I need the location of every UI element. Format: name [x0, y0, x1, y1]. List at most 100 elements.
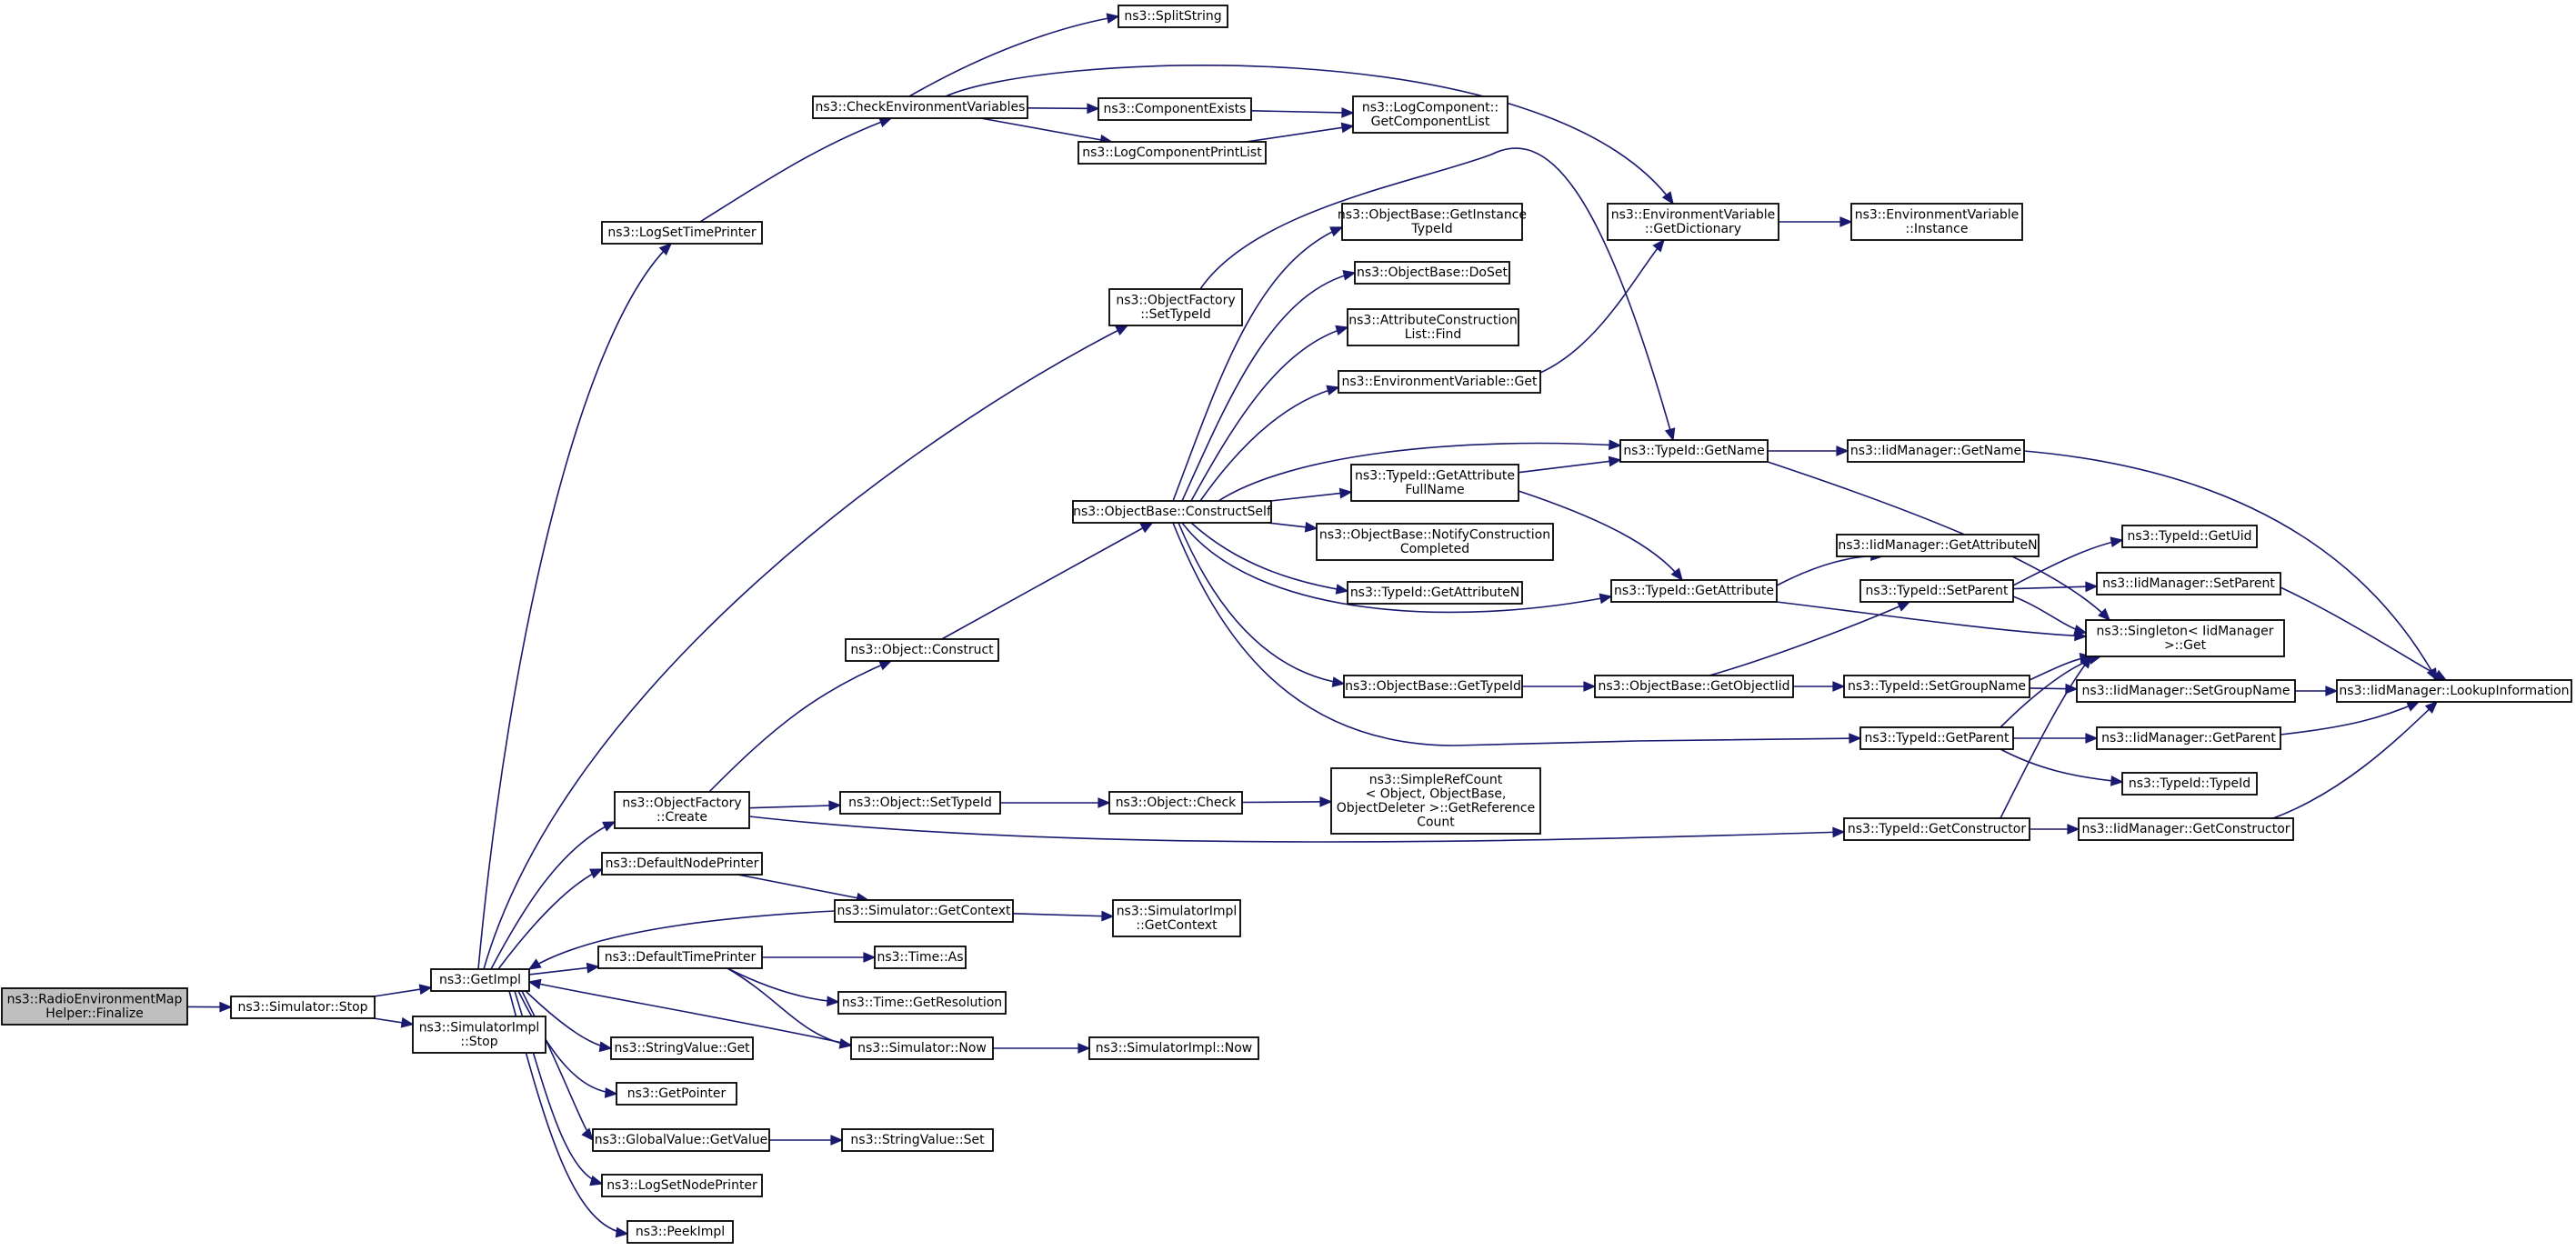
node-box [616, 1082, 737, 1106]
node-box [1343, 675, 1523, 698]
node-getcomponentlist[interactable]: ns3::LogComponent::GetComponentList [1352, 95, 1509, 134]
node-label: ns3::EnvironmentVariable::Get [1342, 375, 1538, 389]
edge-checkenv-to-envvar_getdict [945, 65, 1674, 205]
node-stringvalue-get[interactable]: ns3::StringValue::Get [610, 1036, 754, 1060]
node-simplerefcount[interactable]: ns3::SimpleRefCount< Object, ObjectBase,… [1330, 767, 1541, 835]
node-typeid-getattributen[interactable]: ns3::TypeId::GetAttributeN [1347, 581, 1523, 605]
node-typeid-setparent[interactable]: ns3::TypeId::SetParent [1859, 579, 2014, 603]
node-logsettimeprinter[interactable]: ns3::LogSetTimePrinter [601, 221, 763, 245]
node-componentexists[interactable]: ns3::ComponentExists [1098, 97, 1252, 121]
node-object-construct[interactable]: ns3::Object::Construct [845, 638, 999, 662]
node-sim-stop[interactable]: ns3::Simulator::Stop [230, 996, 376, 1019]
node-ob-constructself[interactable]: ns3::ObjectBase::ConstructSelf [1072, 500, 1272, 524]
arrowhead-icon [878, 116, 893, 127]
node-iidmgr-getname[interactable]: ns3::IidManager::GetName [1847, 439, 2025, 463]
node-label: ns3::TypeId::GetAttribute [1614, 584, 1774, 598]
node-stringvalue-set[interactable]: ns3::StringValue::Set [841, 1128, 994, 1152]
node-ob-doset[interactable]: ns3::ObjectBase::DoSet [1354, 261, 1510, 285]
node-label: ns3::Simulator::Stop [237, 1000, 367, 1015]
node-typeid-getconstructor[interactable]: ns3::TypeId::GetConstructor [1843, 817, 2030, 841]
node-typeid-getname[interactable]: ns3::TypeId::GetName [1619, 439, 1769, 463]
arrowhead-icon [1652, 238, 1665, 253]
edge-objfactory_settypeid-to-typeid_getname [1199, 147, 1676, 442]
arrowhead-icon [1139, 522, 1154, 534]
node-globalvalue-getvalue[interactable]: ns3::GlobalValue::GetValue [592, 1128, 770, 1152]
node-simimpl-stop[interactable]: ns3::SimulatorImpl::Stop [412, 1016, 546, 1054]
node-getimpl[interactable]: ns3::GetImpl [430, 968, 530, 992]
node-label: ns3::Object::Check [1116, 796, 1237, 810]
node-iidmgr-lookupinfo[interactable]: ns3::IidManager::LookupInformation [2336, 679, 2572, 703]
edge-sim_stop-to-simimpl_stop [373, 1016, 415, 1028]
arrowhead-icon [1319, 796, 1333, 807]
edge-sim_now-to-getimpl [527, 978, 852, 1046]
edge-sim_now-to-simimpl_now [993, 1043, 1091, 1054]
node-defaultnodeprinter[interactable]: ns3::DefaultNodePrinter [601, 852, 763, 876]
node-time-getresolution[interactable]: ns3::Time::GetResolution [837, 991, 1007, 1015]
node-iidmgr-getconstructor[interactable]: ns3::IidManager::GetConstructor [2078, 817, 2294, 841]
node-typeid-getuid[interactable]: ns3::TypeId::GetUid [2121, 525, 2258, 548]
node-ob-getobjectiid[interactable]: ns3::ObjectBase::GetObjectIid [1594, 675, 1794, 698]
node-iidmgr-setgroupname[interactable]: ns3::IidManager::SetGroupName [2076, 679, 2296, 703]
node-box [845, 638, 999, 662]
node-envvar-get[interactable]: ns3::EnvironmentVariable::Get [1338, 370, 1541, 394]
node-box [230, 996, 376, 1019]
node-getpointer[interactable]: ns3::GetPointer [616, 1082, 737, 1106]
node-label: ns3::SimulatorImpl [1117, 904, 1238, 918]
node-typeid-setgroupname[interactable]: ns3::TypeId::SetGroupName [1843, 675, 2030, 698]
node-iidmgr-getattributen[interactable]: ns3::IidManager::GetAttributeN [1836, 534, 2040, 557]
node-object-settypeid[interactable]: ns3::Object::SetTypeId [839, 791, 1001, 815]
node-splitstring[interactable]: ns3::SplitString [1118, 5, 1228, 28]
node-objfactory-settypeid[interactable]: ns3::ObjectFactory::SetTypeId [1108, 288, 1243, 326]
edge-defaulttimeprinter-to-time_getresolution [727, 967, 840, 1007]
node-box [850, 1036, 994, 1060]
node-typeid-getparent[interactable]: ns3::TypeId::GetParent [1859, 726, 2014, 750]
node-typeid-getattribute[interactable]: ns3::TypeId::GetAttribute [1610, 579, 1778, 603]
node-logcompprintlist[interactable]: ns3::LogComponentPrintList [1078, 141, 1267, 165]
node-checkenv[interactable]: ns3::CheckEnvironmentVariables [812, 95, 1028, 119]
node-peekimpl[interactable]: ns3::PeekImpl [626, 1220, 734, 1244]
arrowhead-icon [1326, 385, 1340, 395]
node-box [841, 1128, 994, 1152]
edge-componentexists-to-getcomponentlist [1250, 106, 1355, 118]
node-simimpl-now[interactable]: ns3::SimulatorImpl::Now [1088, 1036, 1259, 1060]
arrowhead-icon [1338, 487, 1353, 499]
node-box [1843, 817, 2030, 841]
node-envvar-getdict[interactable]: ns3::EnvironmentVariable::GetDictionary [1607, 203, 1779, 241]
node-sim-getcontext[interactable]: ns3::Simulator::GetContext [834, 899, 1014, 923]
node-label: ns3::PeekImpl [636, 1225, 725, 1239]
node-box [1859, 726, 2014, 750]
arrowhead-icon [2067, 824, 2080, 835]
arrowhead-icon [1329, 226, 1344, 237]
node-typeid-typeid[interactable]: ns3::TypeId::TypeId [2121, 772, 2258, 796]
node-iidmgr-getparent[interactable]: ns3::IidManager::GetParent [2096, 726, 2281, 750]
edge-getimpl-to-objfactory_settypeid [483, 325, 1129, 970]
node-object-check[interactable]: ns3::Object::Check [1108, 791, 1243, 815]
node-objfactory-create[interactable]: ns3::ObjectFactory::Create [614, 791, 750, 829]
node-envvar-instance[interactable]: ns3::EnvironmentVariable::Instance [1850, 203, 2023, 241]
node-logsetnodeprinter[interactable]: ns3::LogSetNodePrinter [601, 1174, 763, 1197]
node-label: ns3::IidManager::SetParent [2102, 576, 2275, 591]
node-label: ns3::SplitString [1124, 9, 1221, 24]
arrowhead-icon [1670, 567, 1683, 582]
edge-envvar_get-to-envvar_getdict [1539, 238, 1665, 374]
edge-iidmgr_setgroupname-to-iidmgr_lookupinfo [2295, 686, 2339, 696]
edge-line [727, 967, 852, 1046]
node-ob-gettypeid[interactable]: ns3::ObjectBase::GetTypeId [1343, 675, 1523, 698]
node-singleton-get[interactable]: ns3::Singleton< IidManager >::Get [2085, 619, 2285, 657]
node-sim-now[interactable]: ns3::Simulator::Now [850, 1036, 994, 1060]
node-time-as[interactable]: ns3::Time::As [874, 946, 967, 969]
node-box [2121, 772, 2258, 796]
edge-globalvalue_getvalue-to-stringvalue_set [769, 1135, 844, 1146]
node-simimpl-getcontext[interactable]: ns3::SimulatorImpl::GetContext [1112, 899, 1241, 937]
node-box [1850, 203, 2023, 241]
arrowhead-icon [827, 996, 840, 1007]
edge-line [528, 981, 852, 1046]
arrowhead-icon [527, 958, 542, 970]
node-iidmgr-setparent[interactable]: ns3::IidManager::SetParent [2096, 572, 2281, 595]
node-ob-notifyconstruction[interactable]: ns3::ObjectBase::NotifyConstructionCompl… [1316, 523, 1554, 561]
node-defaulttimeprinter[interactable]: ns3::DefaultTimePrinter [597, 946, 763, 969]
